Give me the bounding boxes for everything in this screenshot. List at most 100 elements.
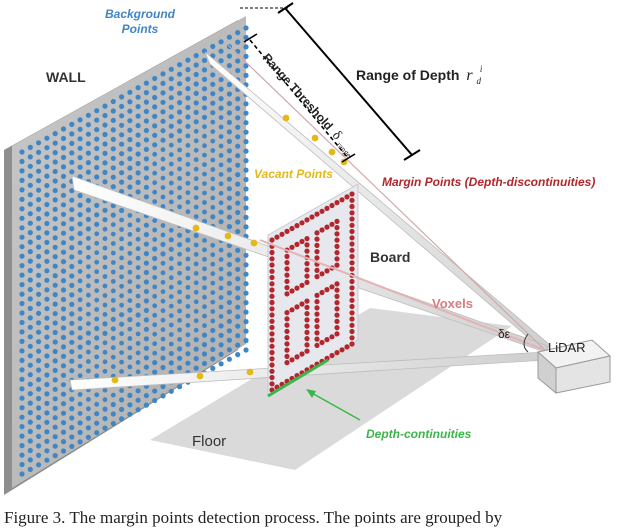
background-point	[27, 457, 33, 463]
margin-point	[334, 243, 340, 249]
background-point	[110, 231, 116, 237]
background-point	[36, 377, 42, 383]
background-point	[168, 123, 174, 129]
background-point	[60, 334, 67, 340]
background-point	[69, 330, 75, 336]
background-point	[177, 166, 183, 172]
depth-continuities-arrow	[306, 389, 361, 421]
background-point	[27, 315, 33, 321]
background-point	[168, 284, 174, 290]
margin-point	[284, 278, 290, 284]
background-point	[119, 283, 124, 289]
background-point	[127, 355, 133, 360]
margin-point	[349, 291, 355, 297]
margin-point	[299, 351, 305, 357]
background-point	[102, 122, 108, 128]
background-point	[85, 169, 91, 175]
background-point	[85, 207, 91, 213]
background-points-label-line2: Points	[122, 22, 159, 36]
background-point	[52, 424, 58, 430]
background-point	[119, 312, 125, 318]
background-point	[127, 411, 133, 417]
background-point	[235, 266, 241, 272]
background-point	[177, 204, 183, 210]
margin-point	[349, 247, 355, 253]
vacant-points	[111, 114, 348, 384]
margin-point	[349, 303, 355, 310]
margin-point	[314, 330, 320, 336]
background-point	[235, 162, 241, 168]
background-point	[193, 318, 199, 324]
background-point	[143, 184, 149, 190]
background-point	[110, 316, 116, 322]
background-point	[110, 203, 116, 209]
background-point	[77, 269, 83, 274]
background-point	[19, 272, 25, 278]
background-point	[168, 227, 174, 233]
background-point	[243, 224, 249, 230]
background-point	[44, 306, 50, 312]
background-point	[235, 314, 241, 320]
background-point	[168, 152, 174, 158]
background-point	[193, 71, 199, 78]
margin-point	[334, 262, 340, 268]
background-point	[52, 386, 58, 392]
background-point	[160, 194, 166, 200]
background-point	[235, 219, 241, 225]
background-point	[19, 348, 25, 354]
background-point	[127, 146, 133, 152]
background-point	[193, 346, 199, 352]
background-point	[135, 246, 141, 252]
background-point	[193, 109, 199, 115]
background-point	[52, 348, 58, 355]
background-point	[19, 414, 25, 420]
margin-point	[339, 197, 345, 203]
background-point	[193, 62, 199, 68]
background-point	[185, 152, 191, 158]
background-point	[69, 396, 75, 402]
background-point	[27, 230, 33, 236]
background-point	[226, 81, 232, 88]
margin-point	[304, 311, 310, 317]
background-point	[202, 238, 207, 243]
background-point	[168, 190, 174, 195]
background-point	[44, 239, 50, 245]
background-point	[110, 364, 116, 370]
margin-point	[284, 228, 290, 234]
background-point	[44, 287, 50, 293]
background-point	[185, 322, 191, 328]
background-point	[152, 123, 158, 129]
margin-point	[269, 374, 275, 381]
background-point	[52, 244, 58, 250]
background-point	[135, 388, 141, 394]
background-point	[168, 265, 174, 271]
background-point	[102, 112, 108, 119]
background-point	[210, 138, 216, 144]
background-point	[77, 344, 83, 350]
background-point	[168, 294, 174, 299]
background-point	[52, 206, 58, 212]
background-point	[243, 158, 249, 164]
margin-point	[284, 328, 290, 334]
background-point	[185, 199, 191, 205]
background-point	[127, 222, 133, 228]
background-point	[60, 268, 67, 274]
background-point	[152, 94, 158, 101]
background-point	[94, 145, 100, 152]
background-point	[102, 283, 108, 289]
margin-point	[284, 310, 290, 316]
background-point	[218, 181, 224, 187]
background-point	[110, 241, 116, 246]
margin-point	[349, 278, 355, 285]
background-point	[52, 131, 58, 137]
background-point	[160, 317, 166, 323]
margin-point	[319, 227, 325, 233]
background-point	[243, 176, 249, 183]
background-point	[210, 346, 216, 352]
background-point	[160, 336, 166, 342]
background-point	[94, 117, 100, 123]
margin-point	[334, 231, 340, 237]
background-point	[94, 202, 100, 208]
background-point	[27, 163, 33, 169]
background-point	[60, 240, 67, 246]
